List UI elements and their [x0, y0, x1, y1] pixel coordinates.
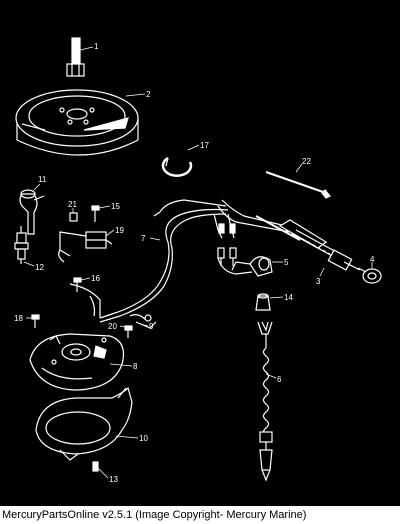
- parts-diagram: 1 2 3 4 5 6 7 8 9 10 11 12 13 14 15 16 1…: [14, 37, 382, 484]
- part-retainer-plate[interactable]: [35, 386, 133, 461]
- part-clip[interactable]: [161, 156, 193, 177]
- part-long-screw[interactable]: [265, 171, 331, 199]
- part-nut[interactable]: [69, 212, 78, 222]
- callout-3: 3: [316, 277, 321, 286]
- part-flywheel[interactable]: [15, 89, 139, 156]
- callout-14: 14: [284, 293, 293, 302]
- copyright-footer: MercuryPartsOnline v2.5.1 (Image Copyrig…: [0, 506, 400, 524]
- callout-2: 2: [146, 90, 151, 99]
- part-stator-plate[interactable]: [29, 333, 125, 391]
- part-flywheel-nut[interactable]: [66, 37, 85, 77]
- part-grommet[interactable]: [255, 293, 271, 311]
- callout-18: 18: [14, 314, 23, 323]
- callout-labels: 1 2 3 4 5 6 7 8 9 10 11 12 13 14 15 16 1…: [14, 42, 375, 484]
- part-boot[interactable]: [357, 267, 382, 284]
- part-coil[interactable]: [217, 256, 273, 277]
- callout-7: 7: [141, 234, 146, 243]
- callout-6: 6: [277, 375, 282, 384]
- callout-19: 19: [115, 226, 124, 235]
- callout-9: 9: [149, 322, 154, 331]
- part-pin[interactable]: [92, 461, 99, 472]
- callout-5: 5: [284, 258, 289, 267]
- callout-10: 10: [139, 434, 148, 443]
- part-screw-20[interactable]: [124, 325, 133, 338]
- callout-4: 4: [370, 255, 375, 264]
- callout-17: 17: [200, 141, 209, 150]
- callout-1: 1: [94, 42, 99, 51]
- callout-11: 11: [38, 175, 47, 184]
- callout-12: 12: [35, 263, 44, 272]
- part-screw-15[interactable]: [91, 205, 100, 222]
- callout-15: 15: [111, 202, 120, 211]
- part-screw-18[interactable]: [31, 314, 40, 328]
- callout-20: 20: [108, 322, 117, 331]
- part-spark-plug[interactable]: [14, 226, 29, 264]
- leader-lines: [23, 46, 373, 479]
- callout-21: 21: [68, 200, 77, 209]
- part-lanyard[interactable]: [257, 321, 273, 482]
- part-ignition-coil[interactable]: [58, 231, 113, 263]
- part-spark-plug-boot[interactable]: [19, 189, 45, 235]
- callout-16: 16: [91, 274, 100, 283]
- callout-8: 8: [133, 362, 138, 371]
- part-harness-connectors[interactable]: [217, 223, 237, 266]
- callout-13: 13: [109, 475, 118, 484]
- part-ignition-lead[interactable]: [255, 215, 361, 271]
- callout-22: 22: [302, 157, 311, 166]
